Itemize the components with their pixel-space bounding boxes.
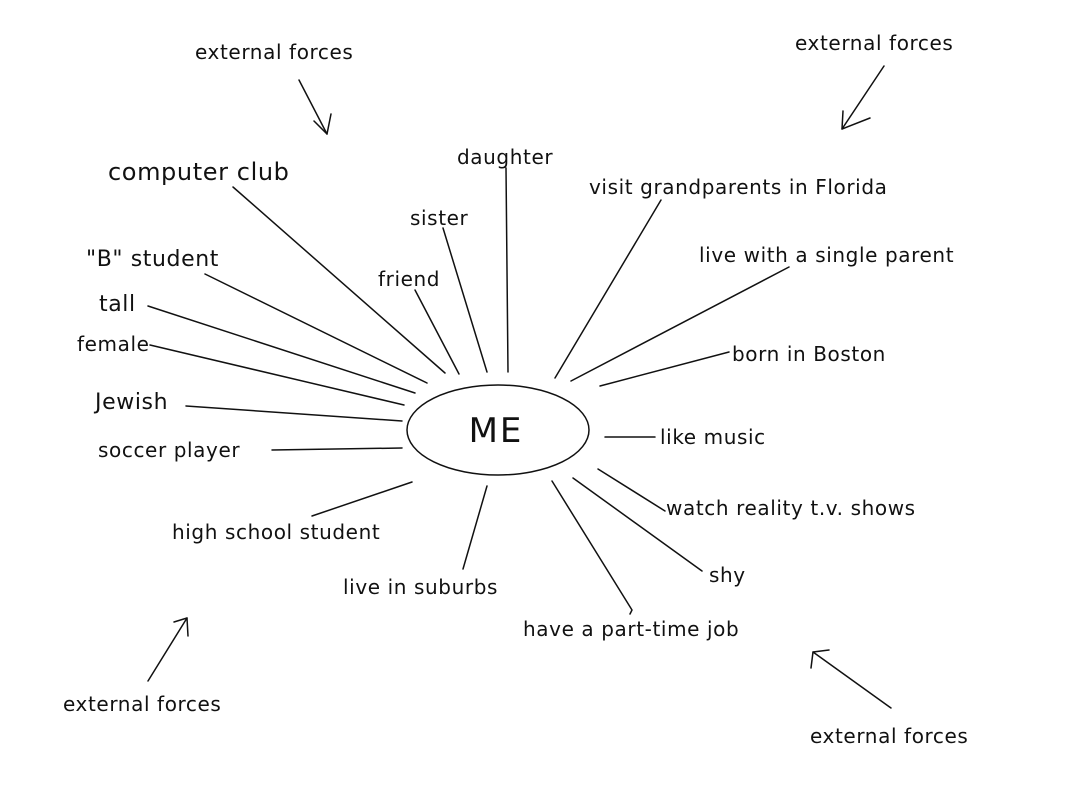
spoke-line-computer-club [232, 186, 446, 374]
spoke-line-daughter [505, 167, 509, 373]
spoke-label: high school student [172, 520, 380, 544]
arrow-icon [841, 65, 885, 130]
external-forces-labels: external forces external forces external… [63, 31, 968, 748]
spoke-label: friend [378, 267, 440, 291]
spoke-labels: computer club "B" student tall female Je… [77, 145, 954, 641]
spoke-line-friend [414, 289, 460, 375]
spoke-line-sister [442, 227, 488, 373]
spoke-line-high-school-student [311, 481, 413, 517]
spoke-line-live-in-suburbs [462, 485, 488, 570]
spoke-label: sister [410, 206, 469, 230]
spoke-label: Jewish [93, 390, 168, 415]
spoke-line-part-time-job [551, 480, 633, 615]
spoke-label: have a part-time job [523, 617, 739, 641]
spoke-label: live with a single parent [699, 243, 954, 267]
spoke-line-female [149, 344, 405, 406]
external-forces-label: external forces [195, 40, 353, 64]
spoke-label: computer club [108, 158, 289, 186]
center-node: ME [406, 384, 590, 476]
external-forces-label: external forces [63, 692, 221, 716]
spoke-line-shy [572, 477, 703, 572]
spoke-label: watch reality t.v. shows [666, 496, 916, 520]
spoke-label: shy [709, 563, 746, 587]
spoke-line-reality-tv [597, 468, 666, 512]
spoke-label: visit grandparents in Florida [589, 175, 887, 199]
spoke-label: female [77, 332, 150, 356]
arrow-icon [298, 79, 332, 135]
external-forces-label: external forces [795, 31, 953, 55]
center-label: ME [469, 411, 524, 451]
spoke-label: daughter [457, 145, 553, 169]
external-forces-label: external forces [810, 724, 968, 748]
spoke-line-soccer-player [271, 447, 403, 451]
spoke-line-single-parent [570, 266, 790, 382]
spoke-line-jewish [185, 405, 403, 422]
spoke-label: born in Boston [732, 342, 886, 366]
arrow-icon [810, 649, 892, 709]
spoke-line-born-in-boston [599, 351, 730, 387]
spoke-line-tall [147, 305, 416, 394]
center-oval [406, 384, 590, 476]
spoke-line-b-student [204, 273, 428, 384]
spoke-label: like music [660, 425, 766, 449]
external-forces-arrows [147, 65, 892, 709]
spoke-label: soccer player [98, 438, 240, 462]
spoke-label: tall [99, 292, 136, 317]
arrow-icon [147, 617, 189, 682]
spoke-line-grandparents [554, 199, 662, 379]
spoke-label: "B" student [86, 247, 219, 272]
spoke-label: live in suburbs [343, 575, 498, 599]
spoke-lines [147, 167, 790, 615]
